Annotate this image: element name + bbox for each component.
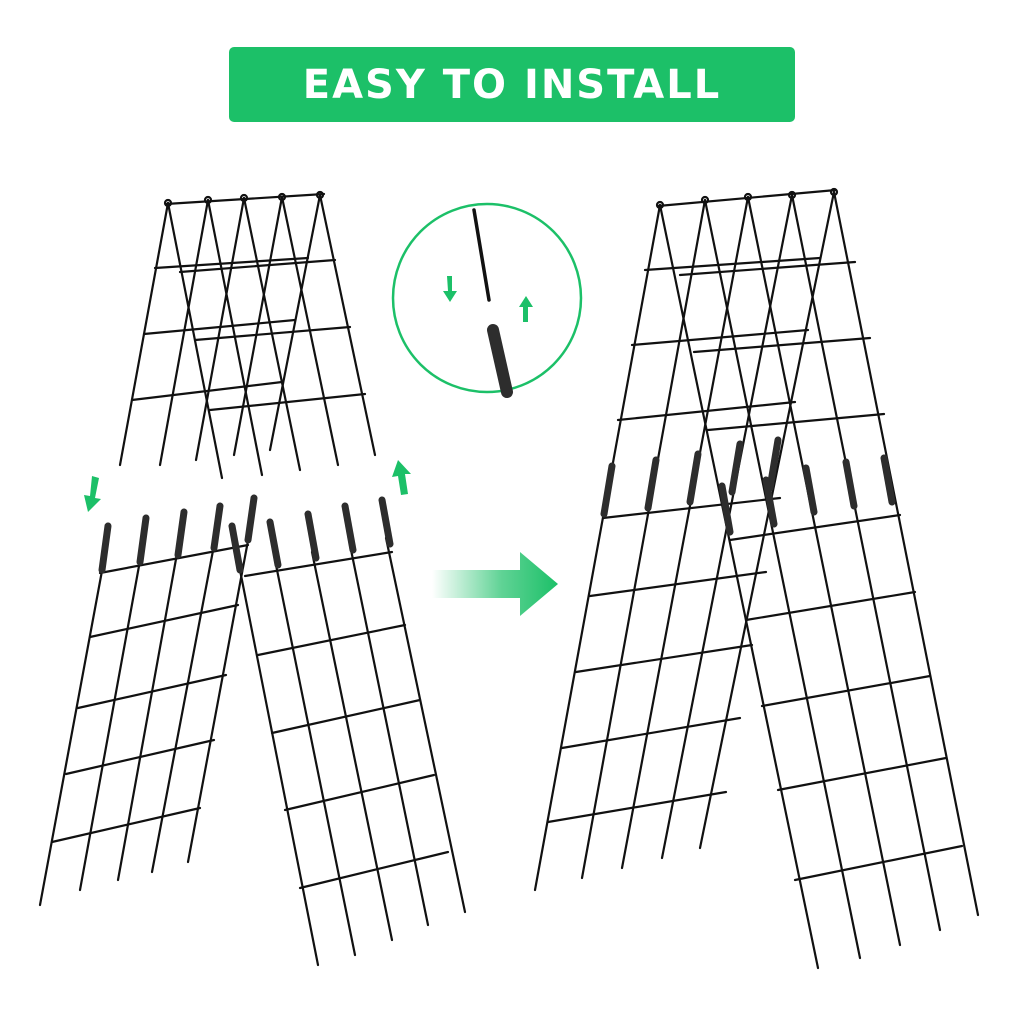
trellis-bottom-right-panel [236, 536, 467, 967]
down-arrow-icon [84, 476, 101, 512]
trellis-bottom-left-panel [38, 528, 252, 907]
sleeves-bottom-right [228, 496, 394, 574]
trellis-top-section [118, 190, 377, 480]
assembled-trellis [533, 187, 980, 970]
down-arrow-icon [443, 276, 457, 302]
detail-magnifier-circle [391, 202, 583, 398]
assembled-sleeves [600, 436, 896, 536]
title-banner: EASY TO INSTALL [229, 47, 795, 122]
up-arrow-icon [392, 460, 411, 495]
banner-title: EASY TO INSTALL [302, 61, 722, 108]
up-arrow-icon [519, 296, 533, 322]
sleeves-bottom-left [98, 494, 258, 574]
right-arrow-icon [432, 552, 558, 616]
